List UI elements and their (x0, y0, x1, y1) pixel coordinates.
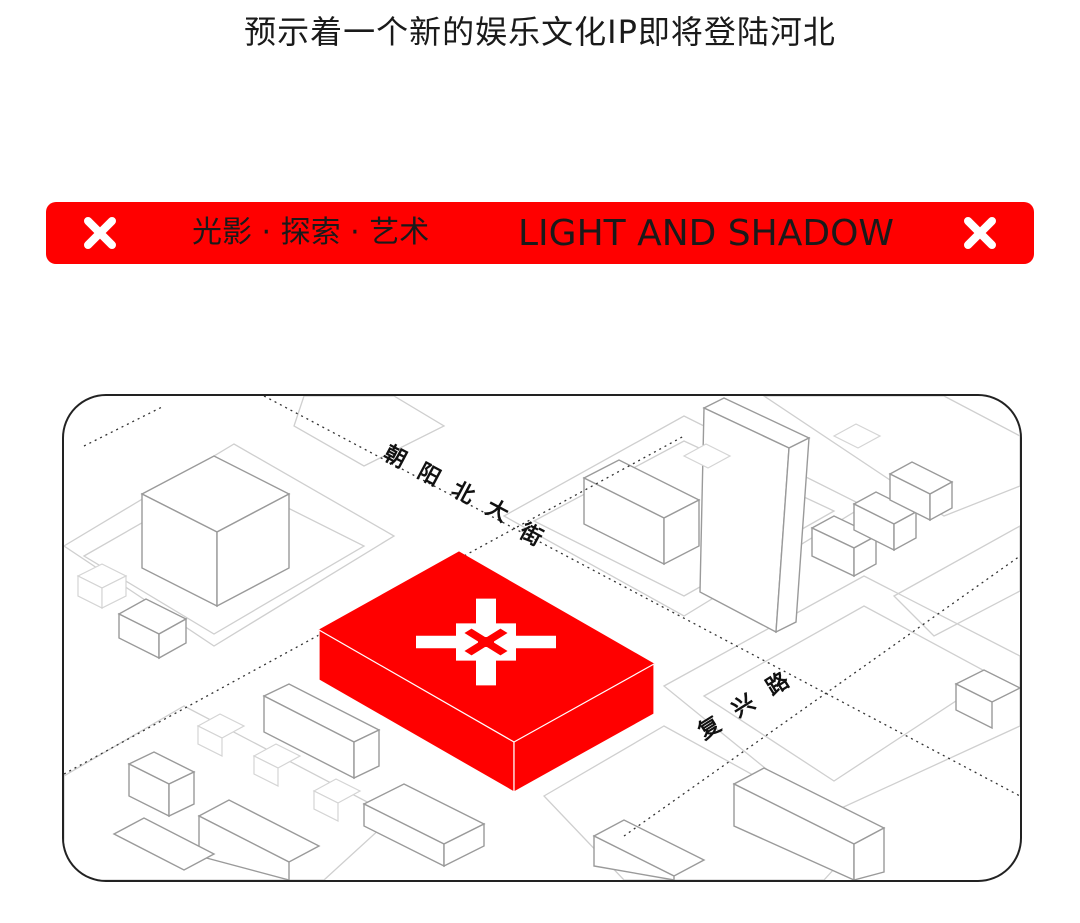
building-roof (112, 817, 216, 871)
building-side (353, 728, 380, 780)
building-side (929, 480, 953, 522)
building-side (168, 770, 195, 818)
faint-building (832, 423, 882, 449)
building-side (853, 826, 885, 880)
building-side (443, 822, 485, 868)
building-side (158, 617, 187, 660)
city-block-outline (892, 525, 1020, 637)
street-label-char: 复 (693, 711, 727, 746)
city-block-outline (64, 705, 396, 880)
map-illustration: 朝 阳 北 大 街 复 兴 路 (64, 396, 1020, 880)
venue-side (513, 662, 655, 794)
building-side (893, 510, 917, 552)
building-side (198, 814, 290, 880)
faint-building (101, 575, 127, 609)
building-side (593, 834, 675, 880)
building-side (216, 492, 290, 608)
city-block-outline (293, 396, 446, 467)
road-centerline-minor (83, 405, 165, 447)
x-mark-icon (84, 217, 116, 249)
street-label-char: 大 (481, 495, 512, 527)
building-side (663, 498, 700, 566)
street-label-char: 兴 (728, 690, 760, 723)
faint-building (682, 443, 732, 469)
street-label-char: 街 (514, 518, 547, 552)
building-side (955, 682, 993, 730)
banner-tagline-english: LIGHT AND SHADOW (518, 213, 894, 254)
interlocking-cross-logo-icon (416, 598, 556, 686)
faint-building (253, 755, 279, 787)
page-headline: 预示着一个新的娱乐文化IP即将登陆河北 (244, 13, 836, 51)
building-side (853, 534, 877, 578)
street-label-char: 北 (447, 477, 478, 509)
tower-side (775, 436, 810, 634)
faint-building (197, 725, 223, 757)
tower-side (699, 406, 790, 634)
banner-tagline-chinese: 光影 · 探索 · 艺术 (192, 215, 430, 250)
road-centerline-diagonal (64, 435, 685, 775)
tagline-banner: 光影 · 探索 · 艺术 LIGHT AND SHADOW (46, 202, 1034, 264)
isometric-location-map: 朝 阳 北 大 街 复 兴 路 (62, 394, 1022, 882)
x-mark-icon (964, 217, 996, 249)
building-side (733, 782, 855, 880)
faint-building (313, 790, 339, 822)
road-centerline-north-street (263, 396, 1020, 797)
street-label-char: 路 (761, 667, 794, 701)
street-label-char: 阳 (413, 459, 444, 491)
